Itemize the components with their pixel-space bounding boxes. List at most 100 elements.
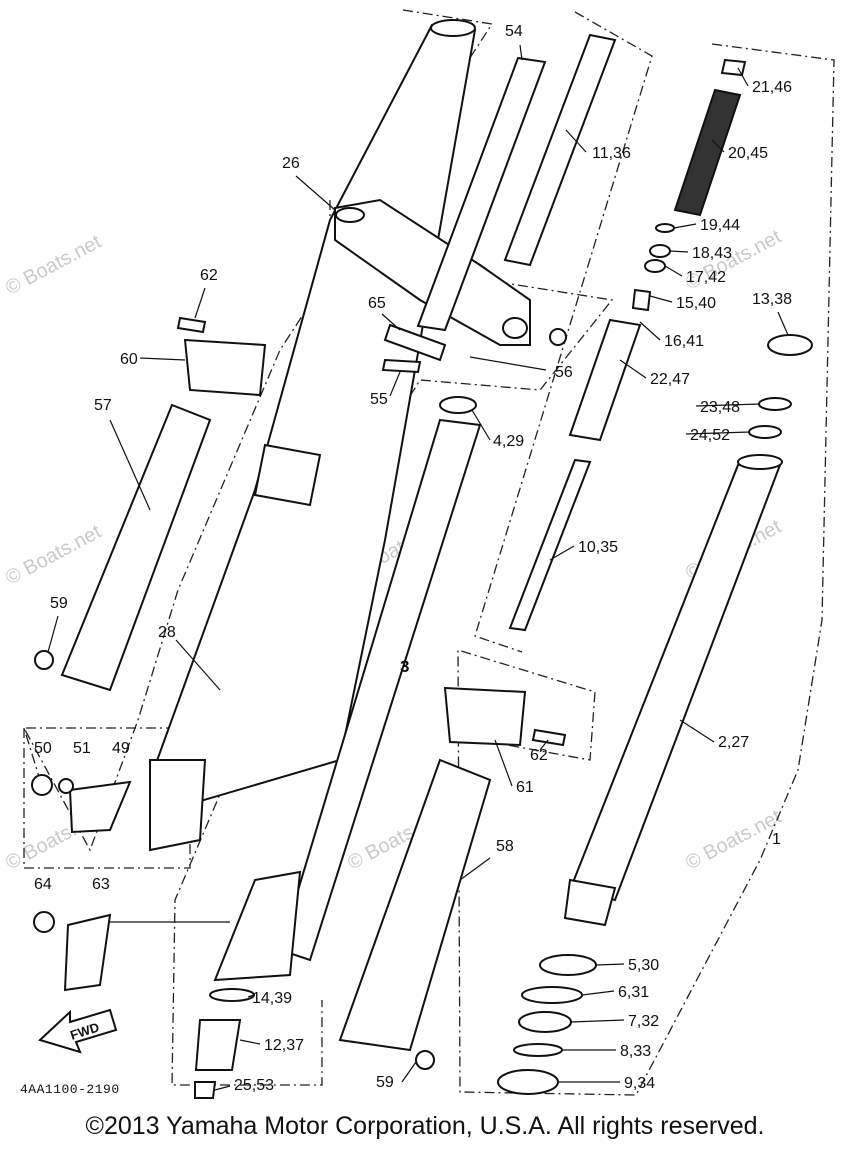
leader-line xyxy=(737,67,749,87)
callout-label: 23,48 xyxy=(700,399,740,416)
callout-label: 51 xyxy=(73,740,91,757)
bolt-59 xyxy=(415,1050,435,1070)
seal-5-30 xyxy=(539,954,597,976)
bolt-50 xyxy=(31,774,53,796)
callout-label: 59 xyxy=(376,1074,394,1091)
callout-label: 25,53 xyxy=(234,1077,274,1094)
leader-line xyxy=(401,1061,417,1083)
watermark: © Boats.net xyxy=(2,231,105,300)
bolt-59 xyxy=(34,650,54,670)
callout-label: 54 xyxy=(505,23,523,40)
caliper-bracket-49 xyxy=(68,780,132,834)
triple-clamp xyxy=(334,198,531,346)
right-fork-outline xyxy=(457,43,835,1096)
ring-24-52 xyxy=(748,425,782,439)
damper-outline xyxy=(474,11,653,653)
callout-label: 21,46 xyxy=(752,79,792,96)
leader-line xyxy=(494,739,513,787)
hardware xyxy=(31,316,567,1070)
leader-line xyxy=(581,990,615,996)
main-label-3: 3 xyxy=(400,657,409,676)
spring-12-37 xyxy=(194,1019,242,1071)
callout-label: 50 xyxy=(34,740,52,757)
callout-label: 16,41 xyxy=(664,333,704,350)
leader-line xyxy=(139,357,186,361)
left-tube-seal-ring xyxy=(253,443,322,507)
bolt-62 xyxy=(531,728,567,747)
inner-tube-outline xyxy=(171,200,614,1086)
seal-8-33 xyxy=(513,1043,563,1057)
callout-label: 20,45 xyxy=(728,145,768,162)
bracket-63 xyxy=(63,913,112,992)
callout-label: 11,36 xyxy=(592,145,631,162)
damper-rod-10-35 xyxy=(508,458,592,632)
leader-line xyxy=(239,1039,261,1045)
bolt-64 xyxy=(33,911,55,933)
fwd-arrow-icon xyxy=(38,1008,118,1054)
leader-line xyxy=(711,139,725,153)
watermark: © Boats.net xyxy=(2,521,105,590)
right-fork-bottom xyxy=(213,870,302,982)
callout-label: 24,52 xyxy=(690,427,730,444)
leader-line xyxy=(389,371,401,397)
left-fork-bottom-body xyxy=(149,759,207,852)
spring-22-47 xyxy=(568,318,642,442)
callout-label: 5,30 xyxy=(628,957,659,974)
lower-triple-clamp xyxy=(334,198,531,346)
bracket-65 xyxy=(383,323,447,362)
callout-label: 12,37 xyxy=(264,1037,304,1054)
leader-lines xyxy=(47,44,789,1091)
copyright-notice: ©2013 Yamaha Motor Corporation, U.S.A. A… xyxy=(85,1112,765,1140)
leader-line xyxy=(664,265,683,277)
callout-label: 63 xyxy=(92,876,110,893)
callout-label: 6,31 xyxy=(618,984,649,1001)
leader-line xyxy=(247,994,255,998)
callout-label: 1 xyxy=(772,831,781,848)
callout-label: 57 xyxy=(94,397,112,414)
holder-61 xyxy=(443,686,527,747)
callout-label: 49 xyxy=(112,740,130,757)
leader-line xyxy=(777,311,789,336)
stem-nut-21-46 xyxy=(720,58,747,77)
callout-label: 56 xyxy=(555,364,573,381)
right-fork-outer-tube xyxy=(563,454,783,927)
leader-line xyxy=(109,419,151,511)
seal-7-32 xyxy=(518,1011,572,1033)
callout-label: 7,32 xyxy=(628,1013,659,1030)
leader-line xyxy=(679,719,715,743)
leader-line xyxy=(673,223,697,229)
seal-4-29 xyxy=(439,396,477,414)
fork-guard-58 xyxy=(338,758,492,1052)
callout-label: 18,43 xyxy=(692,245,732,262)
leader-line xyxy=(685,431,751,435)
clamp-bore xyxy=(502,317,528,339)
part-code: 4AA1100-2190 xyxy=(20,1082,120,1097)
leader-line xyxy=(695,403,761,407)
callout-label: 8,33 xyxy=(620,1043,651,1060)
callout-labels: 5411,3621,4620,452619,4418,4317,4215,406… xyxy=(34,23,792,1094)
fwd-arrow: FWD xyxy=(38,1008,118,1054)
seal-9-34 xyxy=(497,1069,559,1095)
leader-line xyxy=(549,545,575,561)
steering-stem-20-45 xyxy=(673,88,742,217)
bolt-55 xyxy=(381,358,422,374)
leader-line xyxy=(570,1019,625,1023)
bolt-15-40 xyxy=(631,288,652,312)
callout-label: 55 xyxy=(370,391,388,408)
right-tube-cap xyxy=(737,454,783,470)
bushing-18-43 xyxy=(649,244,671,258)
leader-line xyxy=(459,857,491,881)
leader-line xyxy=(471,409,491,441)
plug-25-53 xyxy=(194,1081,217,1099)
seal-14-39 xyxy=(209,988,255,1002)
left-tube-cap xyxy=(430,19,476,37)
callout-label: 26 xyxy=(282,155,300,172)
leader-line xyxy=(194,287,206,319)
nut-56 xyxy=(549,328,567,346)
inner-tube-3 xyxy=(278,418,482,962)
callout-label: 4,29 xyxy=(493,433,524,450)
small-parts xyxy=(278,223,813,962)
leader-line xyxy=(381,313,401,331)
callout-label: 62 xyxy=(200,267,218,284)
clamp-bore xyxy=(335,207,365,223)
